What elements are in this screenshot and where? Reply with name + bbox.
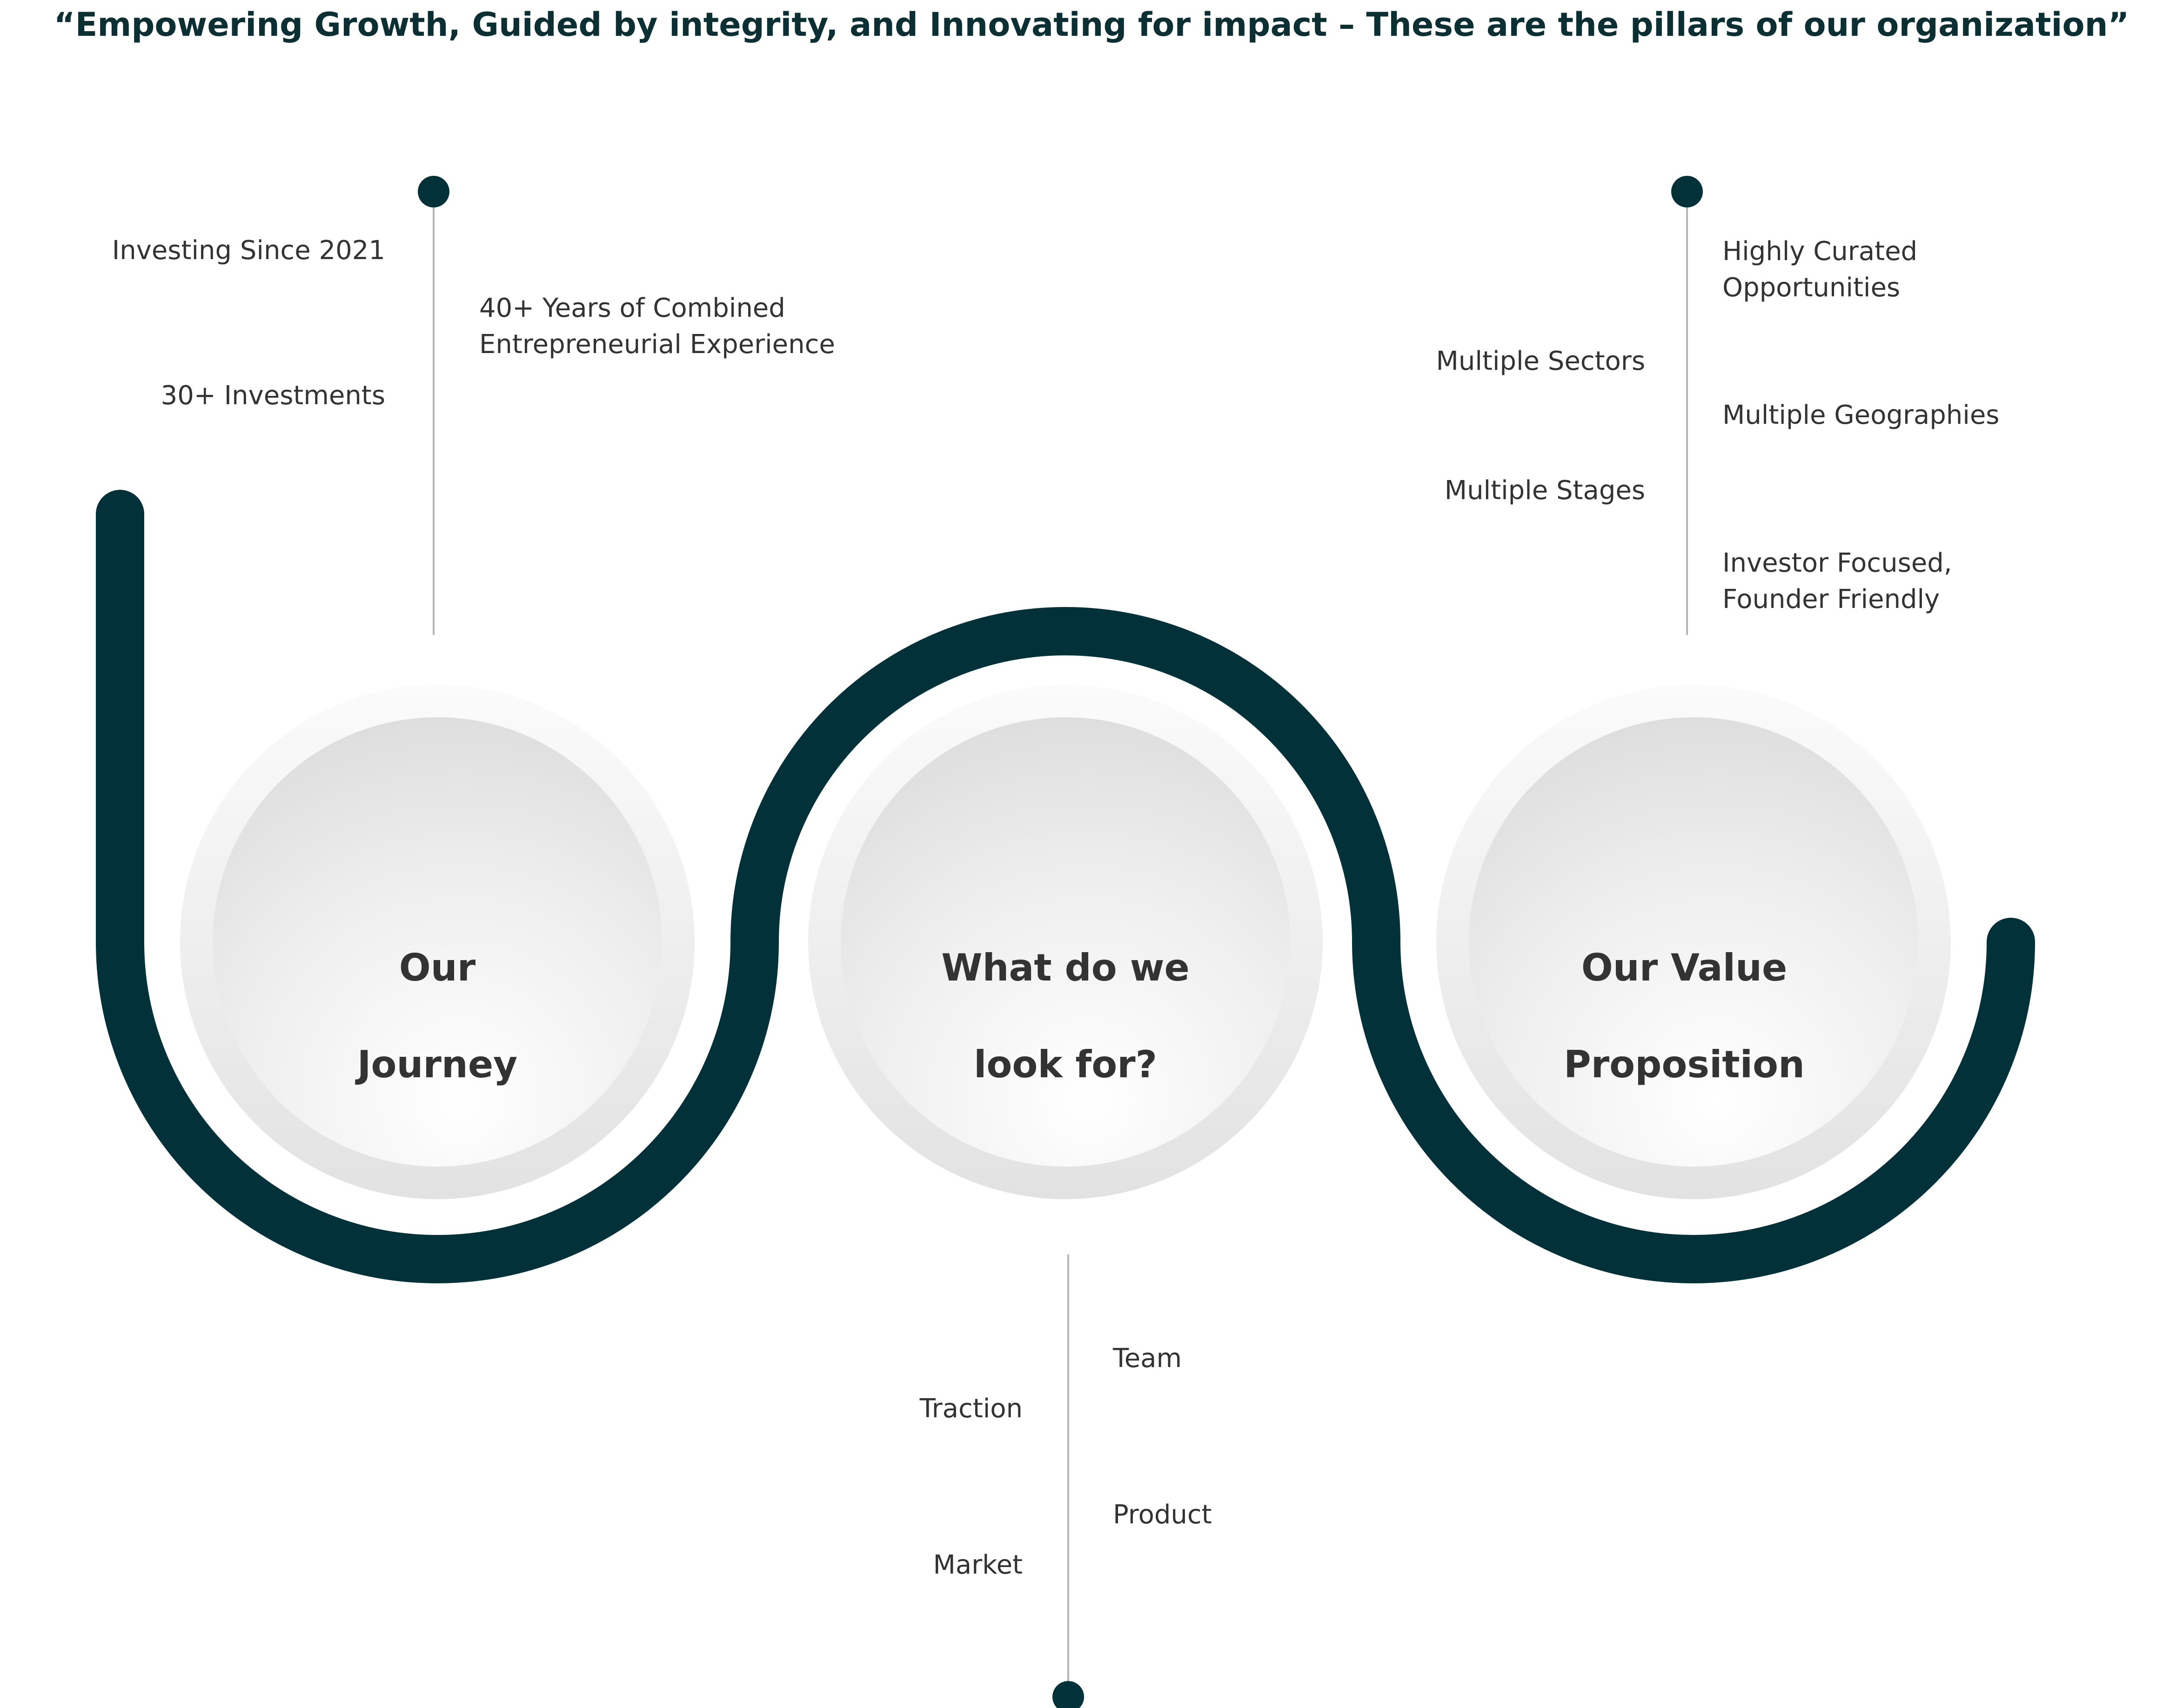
label-market: Market <box>933 1550 1023 1580</box>
label-multiple-stages: Multiple Stages <box>1444 475 1645 506</box>
label-founder-friendly: Founder Friendly <box>1722 584 1940 614</box>
label-opportunities: Opportunities <box>1722 273 1901 303</box>
serpentine-path <box>96 490 2035 1283</box>
label-multiple-geographies: Multiple Geographies <box>1722 400 2000 430</box>
label-product: Product <box>1113 1500 1212 1530</box>
circle-what-do-we-look-for <box>808 685 1323 1199</box>
title-line: What do we <box>941 946 1190 989</box>
label-investing-since-2021: Investing Since 2021 <box>112 235 385 266</box>
label-team: Team <box>1113 1343 1182 1374</box>
connector-dot-what-do-we-look-for <box>1052 1681 1084 1708</box>
label-highly-curated: Highly Curated <box>1722 236 1918 267</box>
title-line: Our <box>399 946 476 989</box>
circle-our-value-proposition <box>1436 685 1951 1199</box>
label-30-investments: 30+ Investments <box>161 380 385 411</box>
tagline: “Empowering Growth, Guided by integrity,… <box>54 6 2129 44</box>
label-years-combined: 40+ Years of Combined <box>479 293 785 323</box>
connector-dot-our-journey <box>418 176 449 207</box>
title-line: Our Value <box>1581 946 1788 989</box>
label-entrepreneurial-experience: Entrepreneurial Experience <box>479 329 835 360</box>
circle-title-our-journey: Our Journey <box>228 895 647 1137</box>
circle-title-what-do-we-look-for: What do we look for? <box>856 895 1275 1137</box>
label-traction: Traction <box>919 1394 1023 1424</box>
label-investor-focused: Investor Focused, <box>1722 548 1952 578</box>
circle-title-our-value-proposition: Our Value Proposition <box>1475 895 1894 1137</box>
label-multiple-sectors: Multiple Sectors <box>1436 346 1645 376</box>
circle-our-journey <box>180 685 695 1199</box>
title-line: Proposition <box>1564 1043 1805 1086</box>
title-line: look for? <box>973 1043 1158 1086</box>
title-line: Journey <box>357 1043 518 1086</box>
connector-dot-our-value-proposition <box>1671 176 1703 207</box>
